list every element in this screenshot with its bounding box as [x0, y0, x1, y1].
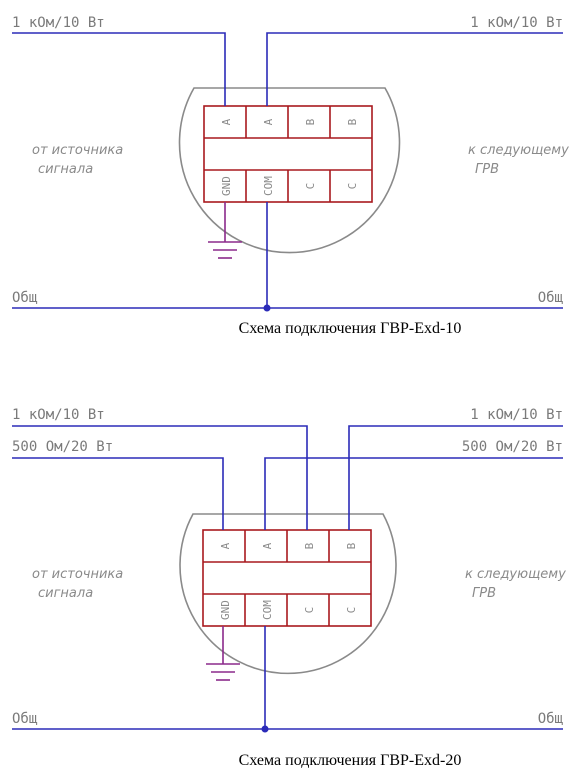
pin-label-b1: B — [303, 542, 316, 549]
left-wire-label-1k: 1 кОм/10 Вт — [12, 15, 105, 31]
terminal-block — [203, 105, 373, 203]
next-device-text-line2: ГРВ — [472, 586, 496, 601]
ground-symbol — [206, 626, 240, 681]
right-wire-label-1k: 1 кОм/10 Вт — [470, 407, 563, 423]
next-device-text-line2: ГРВ — [475, 162, 499, 177]
junction-dot — [263, 304, 271, 312]
common-label-left: Общ — [12, 711, 38, 727]
right-wire-label-500: 500 Ом/20 Вт — [462, 439, 563, 455]
diagram-caption: Схема подключения ГВР-Exd-20 — [239, 752, 462, 769]
diagram-caption: Схема подключения ГВР-Exd-10 — [239, 320, 462, 337]
ground-symbol — [208, 202, 242, 259]
next-device-text-line1: к следующему — [468, 143, 569, 158]
pin-label-b1: B — [304, 118, 317, 125]
source-text-line2: сигнала — [38, 162, 93, 177]
source-text-line2: сигнала — [38, 586, 93, 601]
terminal-block — [202, 529, 372, 627]
source-text-line1: от источника — [32, 567, 123, 582]
pin-label-b2: B — [346, 118, 359, 125]
pin-label-c2: C — [346, 183, 359, 190]
pin-label-gnd: GND — [220, 176, 233, 196]
next-device-text-line1: к следующему — [465, 567, 566, 582]
diagram-exd-10: A A B B GND COM C C 1 кОм/10 Вт 1 кОм/10… — [12, 15, 569, 337]
device-housing — [178, 87, 401, 254]
pin-label-c2: C — [345, 607, 358, 614]
diagram-exd-20: A A B B GND COM C C 1 кОм/10 Вт 500 Ом/2… — [12, 407, 566, 769]
common-label-left: Общ — [12, 290, 38, 306]
pin-label-gnd: GND — [219, 600, 232, 620]
pin-label-c1: C — [303, 607, 316, 614]
device-housing — [179, 513, 397, 675]
common-label-right: Общ — [538, 711, 564, 727]
pin-label-a1: A — [220, 118, 233, 125]
common-label-right: Общ — [538, 290, 564, 306]
pin-label-com: COM — [262, 176, 275, 196]
pin-label-a2: A — [261, 542, 274, 549]
pin-label-c1: C — [304, 183, 317, 190]
pin-label-b2: B — [345, 542, 358, 549]
signal-wires — [12, 32, 563, 309]
left-wire-label-1k: 1 кОм/10 Вт — [12, 407, 105, 423]
junction-dot — [261, 725, 269, 733]
pin-label-com: COM — [261, 600, 274, 620]
pin-label-a2: A — [262, 118, 275, 125]
pin-label-a1: A — [219, 542, 232, 549]
left-wire-label-500: 500 Ом/20 Вт — [12, 439, 113, 455]
source-text-line1: от источника — [32, 143, 123, 158]
right-wire-label-1k: 1 кОм/10 Вт — [470, 15, 563, 31]
signal-wires — [12, 425, 563, 730]
